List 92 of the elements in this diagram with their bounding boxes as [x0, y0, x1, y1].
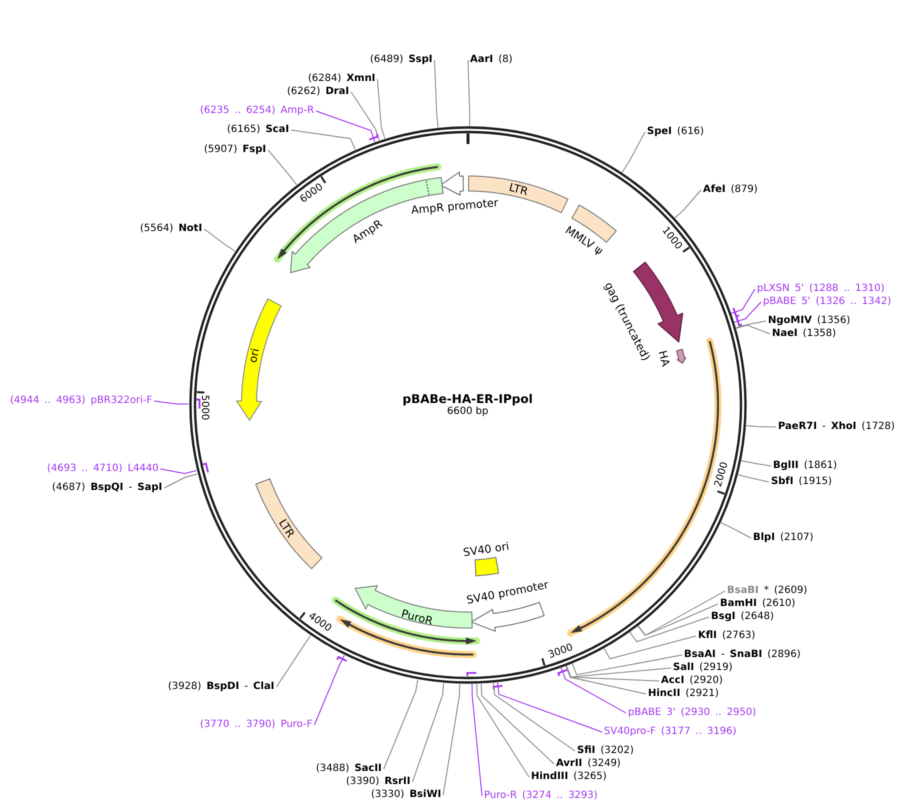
leader-line: [466, 672, 482, 796]
enzyme-site-label: (6262) DraI: [287, 86, 350, 98]
primer-label: (4944 .. 4963) pBR322ori-F: [10, 395, 152, 407]
leader-line: [468, 60, 470, 126]
enzyme-site-label: BamHI (2610): [720, 598, 796, 610]
enzyme-site-label: AccI (2920): [661, 675, 723, 687]
leader-line: [434, 60, 439, 128]
enzyme-site-label: BlpI (2107): [753, 532, 814, 544]
leader-line: [383, 679, 418, 770]
enzyme-site-label: AarI (8): [470, 54, 512, 66]
enzyme-site-label: KflI (2763): [698, 630, 756, 642]
leader-line: [565, 666, 646, 694]
leader-line: [637, 604, 718, 636]
primer-label: Puro-R (3274 .. 3293): [484, 790, 598, 802]
leader-line: [164, 474, 198, 488]
primer-label: (4693 .. 4710) L4440: [47, 463, 159, 475]
feature-label: SV40 promoter: [465, 578, 550, 606]
enzyme-site-label: (6284) XmnI: [308, 73, 376, 85]
leader-line: [412, 682, 444, 782]
leader-line: [730, 288, 756, 318]
leader-line: [442, 683, 460, 796]
enzyme-site-label: BsaBI* (2609): [727, 585, 808, 597]
enzyme-site-label: (6165) ScaI: [227, 124, 290, 136]
leader-line: [674, 190, 702, 219]
feature-label: LTR: [507, 180, 529, 198]
leader-line: [733, 302, 762, 326]
enzyme-site-label: SalI (2919): [673, 662, 733, 674]
leader-line: [745, 425, 776, 428]
enzyme-site-label: (6489) SspI: [370, 54, 432, 66]
enzyme-site-label: SpeI (616): [647, 126, 704, 138]
leader-line: [566, 665, 660, 682]
leader-line: [572, 654, 682, 676]
leader-line: [629, 616, 710, 642]
feature-label: AmpR promoter: [410, 196, 498, 216]
tick-label: 5000: [199, 395, 210, 420]
leader-line: [566, 665, 672, 678]
leader-line: [638, 590, 726, 636]
leader-line: [492, 682, 602, 732]
primer-label: pBABE 5' (1326 .. 1342): [763, 296, 892, 308]
leader-line: [154, 398, 200, 410]
enzyme-site-label: (5564) NotI: [140, 223, 202, 235]
leader-line: [720, 522, 752, 538]
enzyme-site-label: BsaAI - SnaBI (2896): [684, 649, 801, 661]
leader-line: [737, 474, 770, 482]
enzyme-site-label: (3330) BsiWI: [371, 789, 442, 801]
enzyme-site-label: (3390) RsrII: [346, 776, 410, 788]
plasmid-name: pBABe-HA-ER-IPpol: [402, 392, 533, 406]
leader-line: [314, 654, 348, 726]
enzyme-site-label: PaeR7I - XhoI (1728): [778, 421, 895, 433]
feature-label: SV40 ori: [462, 539, 510, 559]
leader-line: [316, 110, 379, 142]
leader-line: [735, 324, 770, 334]
primer-label: pLXSN 5' (1288 .. 1310): [757, 283, 884, 295]
primer-label: (6235 .. 6254) Amp-R: [200, 105, 314, 117]
tick-label: 2000: [712, 461, 730, 489]
primer-label: SV40pro-F (3177 .. 3196): [604, 726, 736, 738]
enzyme-site-label: BglII (1861): [773, 460, 838, 472]
enzyme-site-label: AvrII (3249): [556, 758, 621, 770]
leader-line: [376, 78, 386, 140]
enzyme-site-label: NaeI (1358): [772, 328, 836, 340]
enzyme-site-label: (3928) BspDI - ClaI: [168, 681, 274, 693]
leader-line: [476, 683, 530, 778]
leader-line: [493, 682, 576, 752]
leader-line: [480, 683, 554, 764]
enzyme-site-label: (3488) SacII: [316, 763, 382, 775]
tick-label: 3000: [546, 642, 574, 661]
feature-label: PuroR: [400, 606, 434, 628]
leader-line: [350, 92, 380, 141]
enzyme-site-label: HindIII (3265): [531, 771, 607, 783]
enzyme-site-label: AfeI (879): [703, 184, 758, 196]
leader-line: [557, 667, 626, 714]
leader-line: [204, 228, 236, 252]
leader-line: [735, 320, 766, 328]
enzyme-site-label: NgoMIV (1356): [768, 315, 850, 327]
enzyme-site-label: SbfI (1915): [771, 476, 832, 488]
enzyme-site-label: HincII (2921): [648, 688, 719, 700]
enzyme-site-label: (5907) FspI: [204, 144, 266, 156]
enzyme-site-label: SfiI (3202): [577, 745, 634, 757]
leader-line: [276, 635, 311, 688]
plasmid-size: 6600 bp: [447, 406, 488, 418]
leader-line: [740, 460, 772, 466]
enzyme-site-label: BsgI (2648): [711, 611, 774, 623]
leader-line: [604, 636, 696, 660]
feature-label: HA: [656, 348, 672, 368]
leader-line: [268, 150, 297, 186]
feature-label: ori: [246, 346, 262, 364]
leader-line: [621, 132, 646, 174]
primer-label: pBABE 3' (2930 .. 2950): [628, 707, 756, 719]
primer-label: (3770 .. 3790) Puro-F: [200, 719, 312, 731]
leader-line: [290, 130, 356, 150]
enzyme-site-label: (4687) BspQI - SapI: [52, 482, 162, 494]
leader-line: [160, 462, 209, 474]
